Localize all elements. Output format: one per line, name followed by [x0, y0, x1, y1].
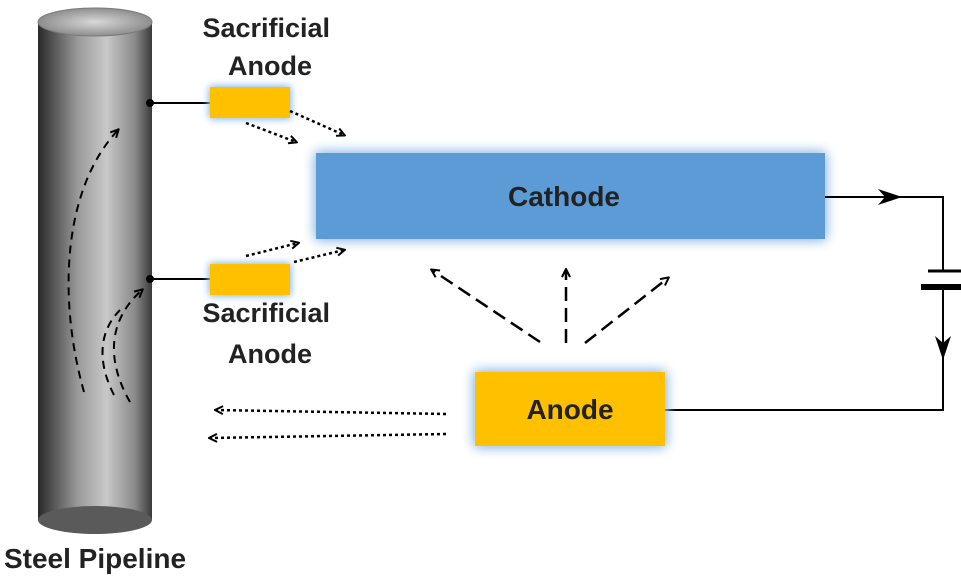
sacrificial-anode-top-label: Sacrificial Anode	[202, 13, 337, 81]
pipe-current-arrow-outer	[67, 130, 118, 393]
anode-block	[475, 372, 665, 446]
pipeline-label: Steel Pipeline	[4, 543, 186, 574]
anode-to-pipeline-arrows	[210, 410, 447, 438]
anode-label: Anode	[526, 394, 613, 425]
pipe-current-arrow-inner	[112, 290, 142, 403]
sacrificial-anode-top	[210, 87, 290, 118]
steel-pipeline	[37, 7, 153, 534]
sacrificial-anode-bottom	[210, 264, 290, 295]
cathode-block	[316, 153, 825, 239]
anode-current-arrows	[432, 270, 668, 344]
sacrificial-anode-bottom-label: Sacrificial Anode	[202, 298, 337, 369]
battery-symbol	[921, 269, 961, 290]
sacrificial-current-arrows	[245, 109, 344, 264]
cathode-label: Cathode	[508, 181, 620, 212]
